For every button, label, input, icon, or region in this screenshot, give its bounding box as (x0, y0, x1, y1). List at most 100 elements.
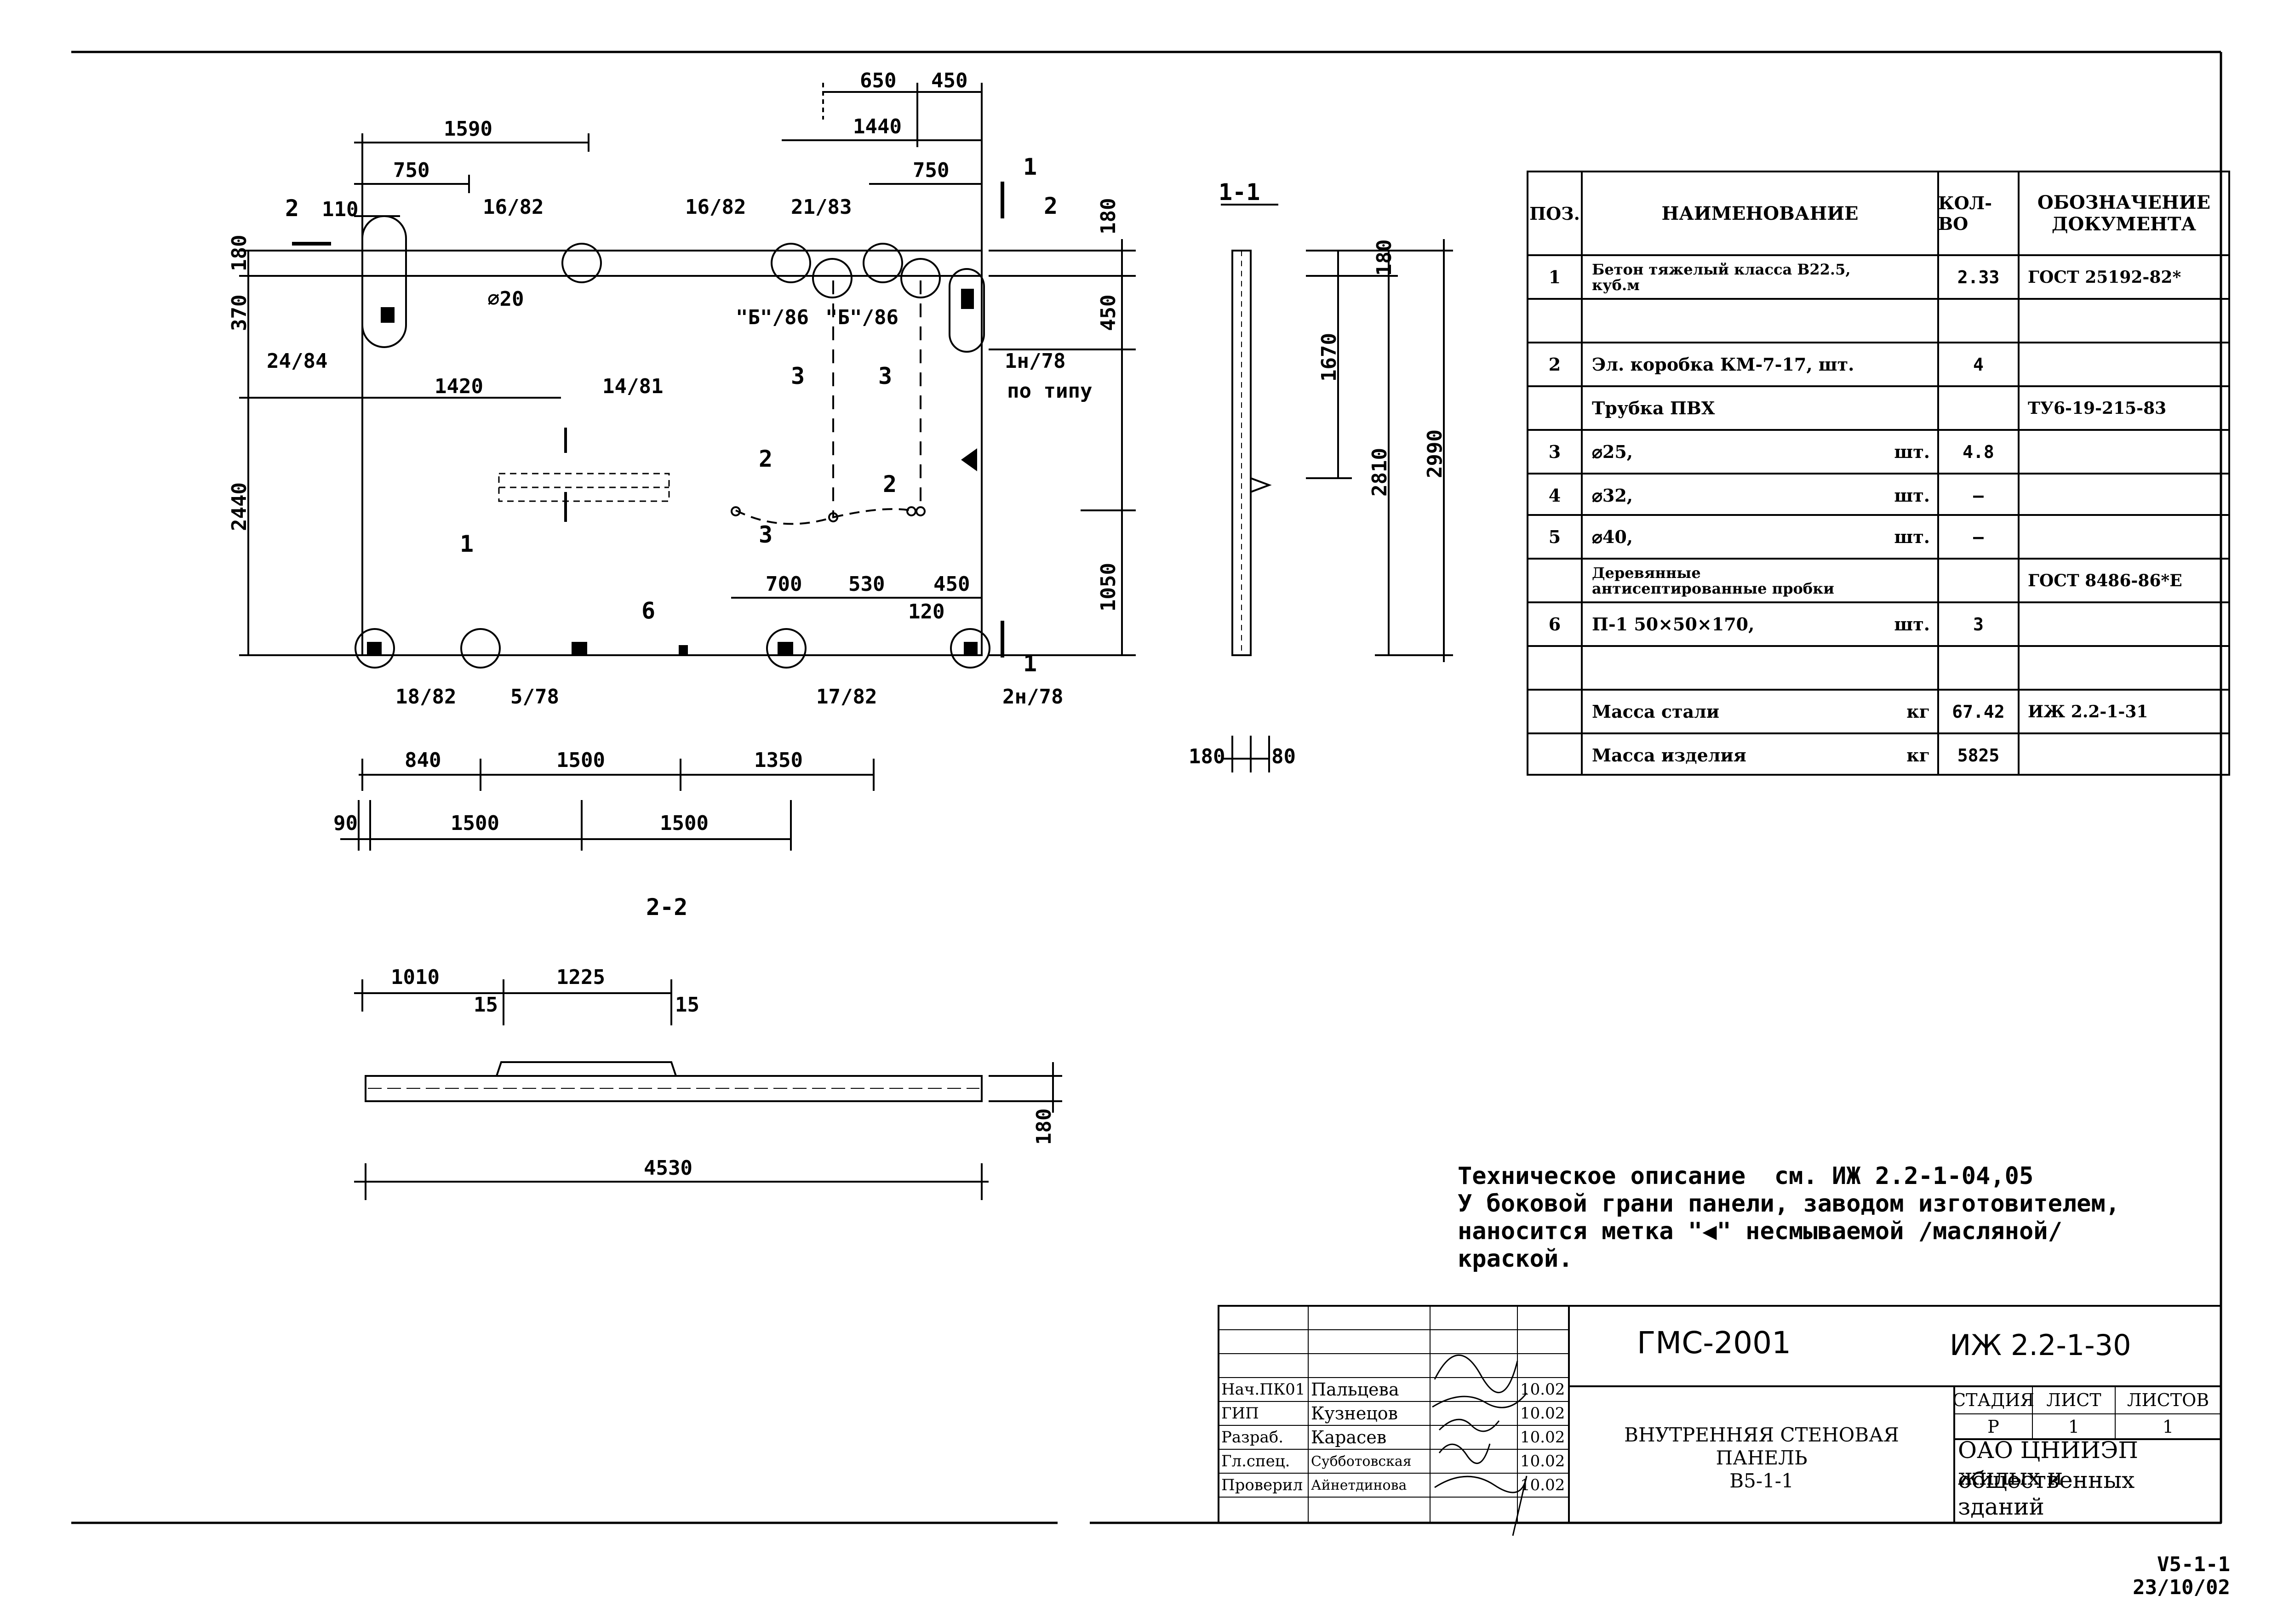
spec-cell-qty: – (1973, 485, 1984, 506)
s22-dim-180: 180 (1032, 1109, 1056, 1145)
callout-b-86a: "Б"/86 (736, 306, 809, 329)
dim-1350: 1350 (754, 749, 803, 772)
main-view-labels: 1590 750 110 16/82 16/82 21/83 650 450 1… (228, 69, 1120, 835)
spec-cell-pos: 1 (1548, 267, 1561, 287)
spec-cell-unit: шт. (1894, 441, 1930, 462)
callout-18-82: 18/82 (395, 685, 456, 709)
callout-circle (460, 628, 501, 669)
title-line-2: ПАНЕЛЬ (1716, 1446, 1808, 1469)
spec-cell-doc (2019, 430, 2229, 474)
spec-cell-name (1582, 646, 1876, 690)
s22-dim-4530: 4530 (644, 1156, 692, 1180)
spec-cell-pos: 2 (1548, 354, 1561, 375)
callout-24-84: 24/84 (267, 349, 327, 373)
spec-cell-qty: 4 (1973, 354, 1984, 375)
pos-2b: 2 (883, 471, 897, 497)
signature-date: 10.02 (1520, 1452, 1565, 1470)
spec-cell-pos: 5 (1548, 526, 1561, 547)
s22-dim-1010: 1010 (391, 966, 440, 989)
pos-6: 6 (641, 597, 655, 624)
dim-2440: 2440 (228, 482, 251, 531)
spec-cell-doc (2019, 646, 2229, 690)
spec-cell-pos (1528, 690, 1582, 733)
signature-name: Субботовская (1311, 1453, 1412, 1470)
conduit-dashed (735, 509, 834, 525)
s11-dim-180: 180 (1373, 240, 1396, 276)
spec-cell-unit (1876, 255, 1938, 299)
conduit-dashed (833, 508, 911, 518)
callout-14-81: 14/81 (602, 375, 663, 398)
callout-circle (771, 243, 811, 283)
sheet-header: ЛИСТ (2046, 1390, 2101, 1410)
section-mark-1-bottom: 1 (1023, 650, 1037, 677)
panel-top-band (361, 251, 982, 277)
callout-21-83: 21/83 (791, 195, 852, 219)
signature-role: Нач.ПК01 (1221, 1380, 1305, 1399)
spec-cell-pos: 4 (1548, 485, 1561, 506)
s22-dim-15b: 15 (675, 993, 699, 1017)
spec-cell-pos (1528, 646, 1582, 690)
signature-role: Проверил (1221, 1476, 1303, 1494)
callout-1n-78: 1н/78 (1005, 349, 1065, 373)
section-2-2-title: 2-2 (646, 894, 687, 921)
dim-450: 450 (931, 69, 967, 92)
s22-dim-1225: 1225 (556, 966, 605, 989)
spec-cell-pos (1528, 386, 1582, 430)
th-qty: КОЛ-ВО (1938, 193, 1992, 234)
spec-cell-name: П-1 50×50×170, (1592, 613, 1755, 635)
callout-5-78: 5/78 (510, 685, 559, 709)
dim-1050: 1050 (1097, 563, 1120, 612)
section-mark-2-right: 2 (1044, 193, 1058, 219)
spec-cell-doc: ГОСТ 8486-86*Е (2028, 571, 2182, 590)
s11-dim-180b: 180 (1189, 745, 1225, 768)
footer-code: V5-1-1 (2157, 1553, 2230, 1576)
signature-role: Разраб. (1221, 1428, 1284, 1447)
stage-value: Р (1987, 1416, 1999, 1437)
spec-cell-qty (1938, 299, 2019, 343)
signature-name: Пальцева (1311, 1379, 1399, 1400)
spec-cell-unit (1876, 343, 1938, 386)
spec-cell-name: ⌀40, (1592, 526, 1633, 547)
spec-cell-pos: 6 (1548, 614, 1561, 635)
dim-110: 110 (322, 198, 358, 221)
spec-cell-doc (2019, 602, 2229, 646)
spec-cell-qty (1938, 559, 2019, 602)
sheet-value: 1 (2068, 1416, 2080, 1437)
main-view (239, 83, 1136, 851)
spec-cell-qty: 2.33 (1957, 267, 2000, 287)
callout-oval (361, 215, 407, 348)
technical-notes: Техническое описание см. ИЖ 2.2-1-04,05 … (1458, 1162, 2239, 1273)
spec-cell-pos (1528, 733, 1582, 777)
dim-120: 120 (908, 600, 944, 623)
callout-circle (561, 243, 602, 283)
dim-1500: 1500 (556, 749, 605, 772)
section-mark-2-left: 2 (285, 195, 299, 222)
spec-cell-doc (2019, 474, 2229, 517)
spec-cell-qty: 3 (1973, 614, 1984, 635)
dim-180-right: 180 (1097, 198, 1120, 234)
spec-cell-qty: 5825 (1957, 745, 2000, 766)
note-line: У боковой грани панели, заводом изготови… (1458, 1190, 2120, 1218)
callout-circle (863, 243, 903, 283)
spec-cell-name: Бетон тяжелый класса В22.5, куб.м (1592, 260, 1851, 294)
spec-cell-qty: – (1973, 526, 1984, 547)
dim-450-right: 450 (1097, 295, 1120, 331)
callout-16-82: 16/82 (483, 195, 544, 219)
dim-840: 840 (405, 749, 441, 772)
spec-cell-qty: 67.42 (1952, 701, 2005, 722)
spec-cell-name: ⌀32, (1592, 485, 1633, 506)
spec-cell-doc (2019, 299, 2229, 343)
signature-role: Гл.спец. (1221, 1452, 1290, 1470)
callout-circle (355, 628, 395, 669)
spec-cell-pos (1528, 299, 1582, 343)
s22-dim-15a: 15 (474, 993, 498, 1017)
spec-cell-name: Деревянные антисептированные пробки (1592, 564, 1834, 597)
spec-cell-doc: ГОСТ 25192-82* (2028, 267, 2181, 287)
doc-id: ИЖ 2.2-1-30 (1950, 1328, 2131, 1362)
callout-circle (766, 628, 807, 669)
pos-3c: 3 (759, 521, 773, 548)
spec-cell-unit: шт. (1894, 526, 1930, 547)
spec-cell-qty (1938, 646, 2019, 690)
dim-90: 90 (333, 812, 358, 835)
spec-cell-doc: ИЖ 2.2-1-31 (2028, 702, 2148, 721)
